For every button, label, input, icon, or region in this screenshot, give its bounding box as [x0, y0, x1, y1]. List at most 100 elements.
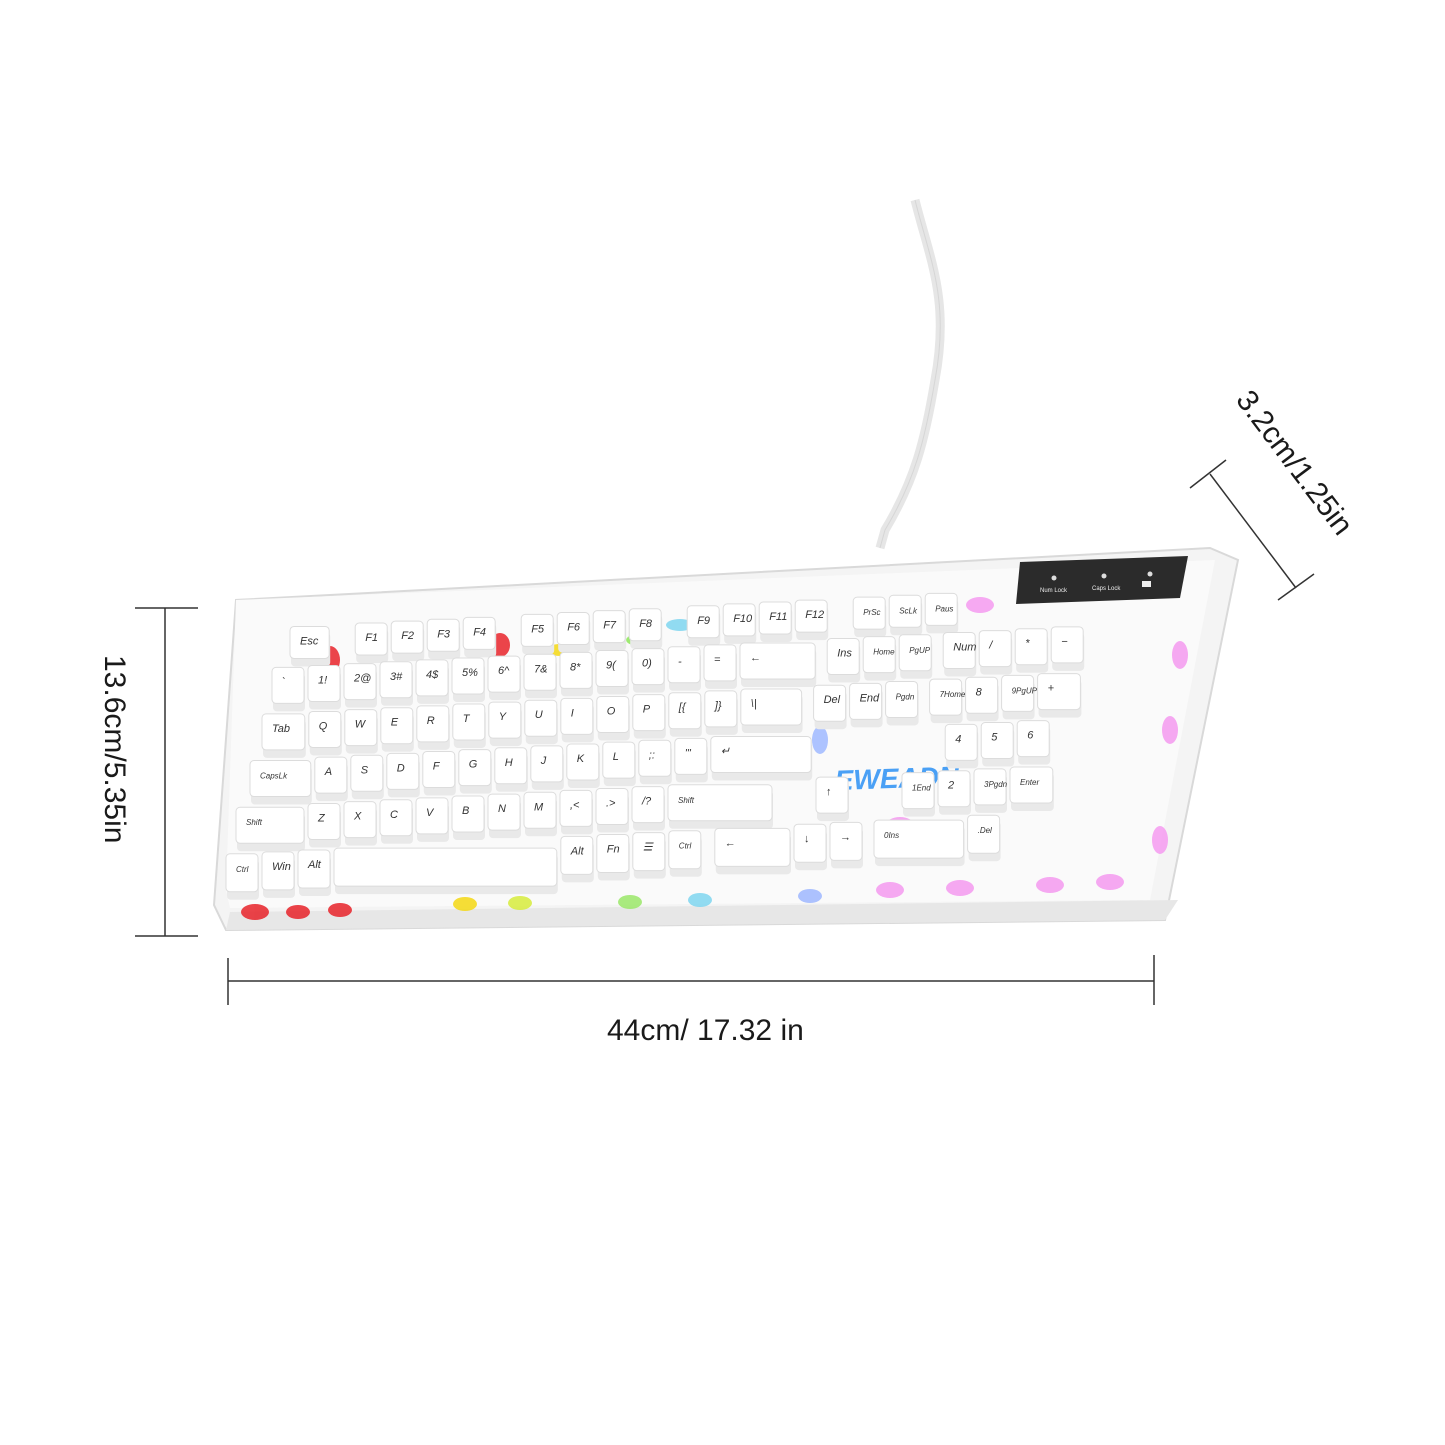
- key-pgdn-r2k16: Pgdn: [885, 680, 919, 726]
- key-label: 7Home: [940, 690, 966, 699]
- key-label: .Del: [978, 826, 992, 835]
- key-label: D: [397, 762, 405, 774]
- key-label: G: [469, 759, 478, 771]
- key-label: Shift: [246, 818, 263, 827]
- key-label: ,<: [570, 799, 580, 811]
- key-label: 9PgUP: [1012, 686, 1038, 695]
- key-ctrl-r5k7: Ctrl: [668, 830, 702, 877]
- key-pgup-r1k16: PgUP: [898, 634, 933, 679]
- key-0--r1k10: 0): [631, 648, 665, 693]
- key-3pgdn-r4k15: 3Pgdn: [973, 768, 1008, 813]
- key-label: J: [540, 755, 547, 767]
- scroll-lock-led: [1147, 571, 1153, 577]
- key-label: 6: [1027, 730, 1034, 742]
- key---r5k8: ←: [714, 827, 791, 875]
- key-fn-r5k5: Fn: [596, 833, 630, 881]
- key-label: ←: [750, 652, 761, 664]
- key-label: '": [685, 747, 692, 759]
- key-label: 0): [642, 658, 652, 670]
- key-label: F9: [697, 615, 710, 627]
- key-n-r4k6: N: [487, 793, 521, 839]
- key-label: O: [607, 705, 616, 717]
- key-prsc-r0k13: PrSc: [852, 596, 887, 638]
- key-num-r1k17: Num: [942, 631, 976, 677]
- key---r5k6: ☰: [632, 832, 666, 879]
- key-label: [{: [678, 702, 687, 714]
- key-enter-r4k16: Enter: [1009, 766, 1054, 811]
- key-m-r4k7: M: [523, 791, 557, 837]
- key-label: S: [361, 764, 369, 776]
- key---r2k20: +: [1037, 673, 1082, 718]
- key-o-r2k9: O: [596, 695, 630, 741]
- key-del-r2k14: Del: [813, 684, 847, 730]
- key-label: L: [613, 751, 619, 763]
- key-label: V: [426, 807, 435, 819]
- key-6-r3k15: 6: [1016, 720, 1051, 765]
- key-label: 8: [976, 686, 983, 698]
- key-label: F6: [567, 622, 581, 634]
- key-y-r2k6: Y: [488, 701, 522, 747]
- key-label: 1!: [318, 675, 327, 687]
- key-label: ↑: [826, 786, 832, 798]
- key---r2k13: \|: [740, 688, 803, 733]
- key-label: Tab: [272, 723, 290, 735]
- key-tab-r2k0: Tab: [261, 713, 306, 758]
- key-label: P: [643, 704, 651, 716]
- key-label: Esc: [300, 635, 319, 647]
- key-label: +: [1048, 683, 1055, 695]
- key-label: F7: [603, 620, 617, 632]
- key-8--r1k8: 8*: [559, 651, 593, 697]
- key---r2k11: [{: [668, 692, 702, 737]
- width-dimension: 44cm/ 17.32 in: [227, 955, 1155, 1047]
- key-v-r4k4: V: [415, 797, 449, 842]
- key-label: N: [498, 803, 506, 815]
- key-f6-r0k6: F6: [556, 612, 591, 653]
- key-label: 0Ins: [884, 831, 899, 840]
- key-label: Alt: [307, 859, 322, 871]
- key-label: F5: [531, 623, 545, 635]
- key-label: CapsLk: [260, 772, 288, 781]
- key-shift-r4k0: Shift: [235, 806, 305, 852]
- key-label: T: [463, 713, 471, 725]
- key-2--r1k2: 2@: [343, 663, 377, 708]
- key-s-r3k2: S: [350, 754, 384, 800]
- key-7home-r2k17: 7Home: [929, 678, 966, 724]
- key-label: F1: [365, 632, 378, 644]
- key-label: .>: [606, 798, 616, 810]
- key---r1k20: −: [1050, 626, 1085, 671]
- key-label: \|: [751, 698, 757, 710]
- key-label: PgUP: [909, 646, 931, 655]
- caps-lock-led: [1101, 573, 1107, 579]
- key---r1k11: -: [667, 646, 701, 691]
- key-h-r3k6: H: [494, 747, 528, 792]
- key-l-r3k9: L: [602, 741, 636, 787]
- key-label: Shift: [678, 796, 695, 805]
- key-8-r2k18: 8: [965, 676, 999, 722]
- key-j-r3k7: J: [530, 745, 564, 790]
- key-label: Fn: [607, 843, 620, 855]
- key-label: 5: [991, 731, 998, 743]
- key-b-r4k5: B: [451, 795, 485, 841]
- key-label: A: [324, 766, 332, 778]
- key-z-r4k1: Z: [307, 803, 341, 848]
- key---r1k19: *: [1014, 628, 1049, 673]
- key-label: /: [988, 640, 993, 652]
- key-shift-r4k11: Shift: [667, 784, 773, 829]
- key-label: 8*: [570, 661, 581, 673]
- key-f5-r0k5: F5: [520, 613, 555, 655]
- key-label: Win: [272, 861, 291, 873]
- key-label: Q: [319, 720, 328, 732]
- key-5-r3k14: 5: [980, 721, 1015, 767]
- height-label: 3.2cm/1.25in: [1229, 384, 1359, 541]
- key-label: 4: [955, 733, 961, 745]
- key-3--r1k3: 3#: [379, 661, 413, 706]
- key-esc-r0k0: Esc: [289, 625, 331, 667]
- key-label: *: [1025, 638, 1030, 650]
- key-x-r4k2: X: [343, 801, 377, 846]
- key-label: 1End: [912, 784, 931, 793]
- key-label: -: [678, 656, 682, 668]
- num-lock-led: [1051, 575, 1057, 581]
- key-label: F12: [805, 609, 824, 621]
